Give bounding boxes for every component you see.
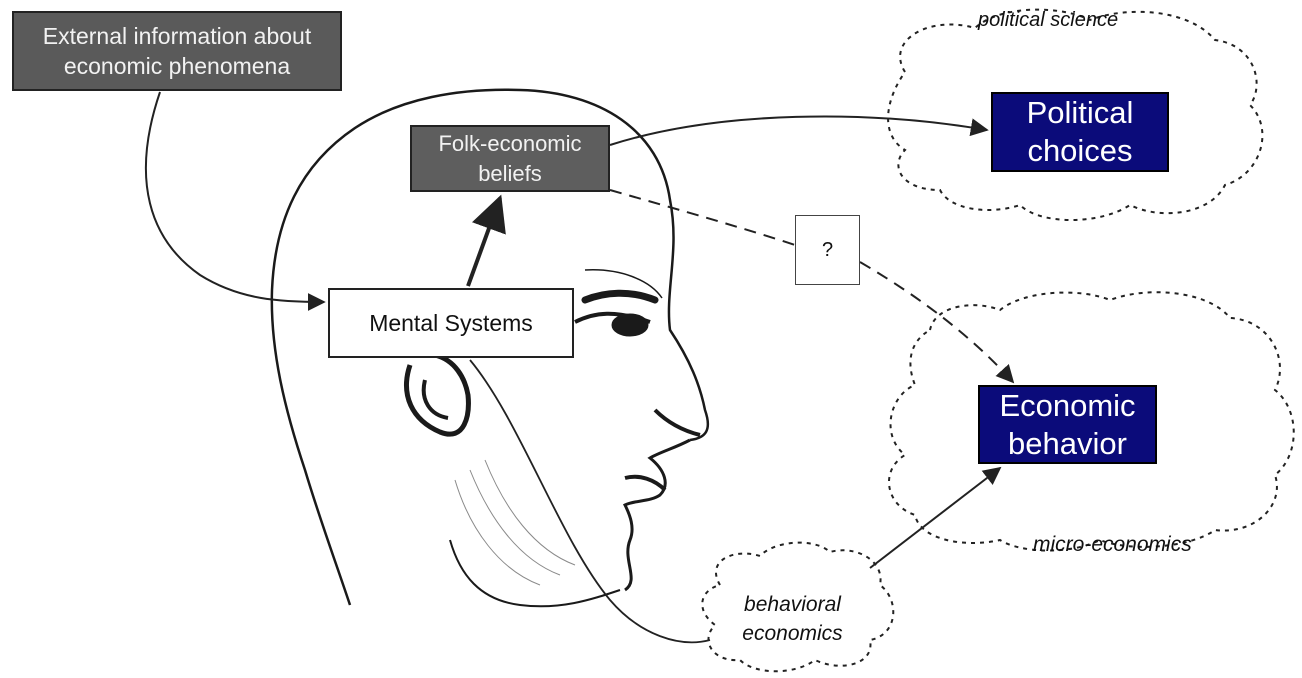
economic-behavior-line2: behavior bbox=[1008, 425, 1127, 461]
lips bbox=[624, 474, 667, 492]
question-mark-label: ? bbox=[821, 238, 834, 261]
skull-outline bbox=[270, 88, 710, 606]
arrow-behavioral-to-economic bbox=[869, 466, 1002, 569]
face-profile bbox=[622, 438, 691, 592]
mental-systems-label: Mental Systems bbox=[369, 309, 533, 336]
mental-systems-box: Mental Systems bbox=[328, 288, 574, 358]
ear-outer bbox=[404, 352, 471, 437]
dashed-folk-to-question bbox=[609, 189, 796, 246]
folk-beliefs-line1: Folk-economic bbox=[438, 130, 582, 156]
folk-beliefs-line2: beliefs bbox=[478, 160, 542, 186]
external-information-box: External information about economic phen… bbox=[12, 11, 342, 91]
eyebrow bbox=[581, 289, 659, 304]
political-choices-line1: Political bbox=[1026, 95, 1134, 130]
behavioral-economics-line2: economics bbox=[742, 622, 843, 645]
arrow-external-to-mental bbox=[144, 91, 326, 311]
line-mental-to-behavioral bbox=[469, 359, 711, 644]
economic-behavior-line1: Economic bbox=[999, 387, 1136, 423]
eye-line bbox=[574, 311, 651, 324]
external-information-line1: External information about bbox=[42, 23, 312, 49]
arrow-mental-to-folk bbox=[466, 194, 506, 287]
economic-behavior-box: Economic behavior bbox=[978, 385, 1157, 464]
folk-economic-beliefs-box: Folk-economic beliefs bbox=[410, 125, 610, 192]
behavioral-economics-label: behavioral economics bbox=[720, 590, 865, 648]
political-science-label: political science bbox=[978, 9, 1119, 31]
nose bbox=[653, 408, 701, 437]
external-information-line2: economic phenomena bbox=[63, 53, 291, 79]
neck-shade bbox=[454, 459, 576, 586]
arrow-folk-to-political bbox=[609, 115, 989, 146]
political-choices-line2: choices bbox=[1027, 133, 1133, 168]
behavioral-economics-line1: behavioral bbox=[744, 593, 841, 616]
ear-inner bbox=[421, 379, 449, 420]
political-science-cloud bbox=[887, 8, 1264, 221]
head-illustration bbox=[270, 88, 710, 608]
chin-jaw bbox=[449, 539, 621, 608]
question-box: ? bbox=[795, 215, 860, 285]
dashed-question-to-economic bbox=[859, 261, 1015, 384]
micro-economics-label: micro-economics bbox=[1033, 533, 1192, 556]
political-choices-box: Political choices bbox=[991, 92, 1169, 172]
temple-line bbox=[584, 269, 663, 299]
